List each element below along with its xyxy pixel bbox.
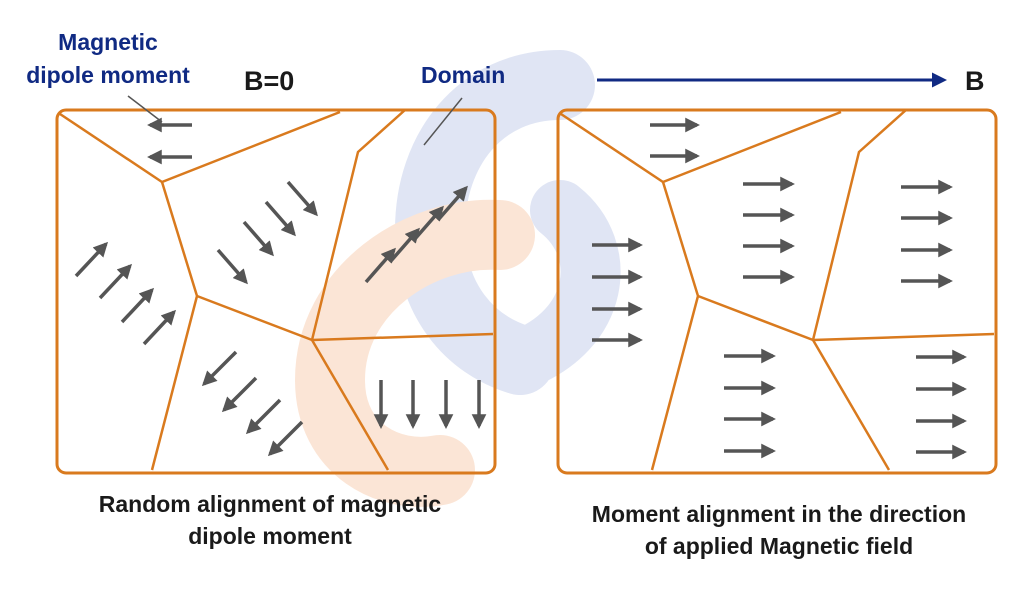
dipole-moment-label: Magnetic dipole moment (8, 26, 208, 92)
dipole-label-line1: Magnetic (58, 29, 158, 55)
right-panel-aligned-domains (556, 72, 998, 475)
right-panel-frame (556, 108, 998, 475)
dipole-label-line2: dipole moment (26, 62, 190, 88)
right-aligned-arrows (592, 117, 967, 460)
caption-right: Moment alignment in the direction of app… (544, 498, 1014, 562)
b-field-label: B (965, 66, 985, 96)
right-domain-boundaries (560, 109, 995, 471)
left-dipole-arrows (74, 117, 487, 457)
dipole-pointer-line (127, 95, 163, 123)
left-domain-boundaries (59, 109, 494, 471)
caption-right-line2: of applied Magnetic field (644, 533, 914, 559)
caption-right-line1: Moment alignment in the direction (591, 501, 967, 527)
caption-left: Random alignment of magnetic dipole mome… (40, 488, 500, 552)
caption-left-line1: Random alignment of magnetic (98, 491, 442, 517)
left-panel-frame (55, 108, 497, 475)
caption-left-line2: dipole moment (188, 523, 352, 549)
domain-label: Domain (421, 62, 506, 88)
b-zero-label: B=0 (244, 66, 295, 96)
domain-pointer-line (423, 97, 463, 146)
left-panel-random-domains (55, 95, 497, 475)
